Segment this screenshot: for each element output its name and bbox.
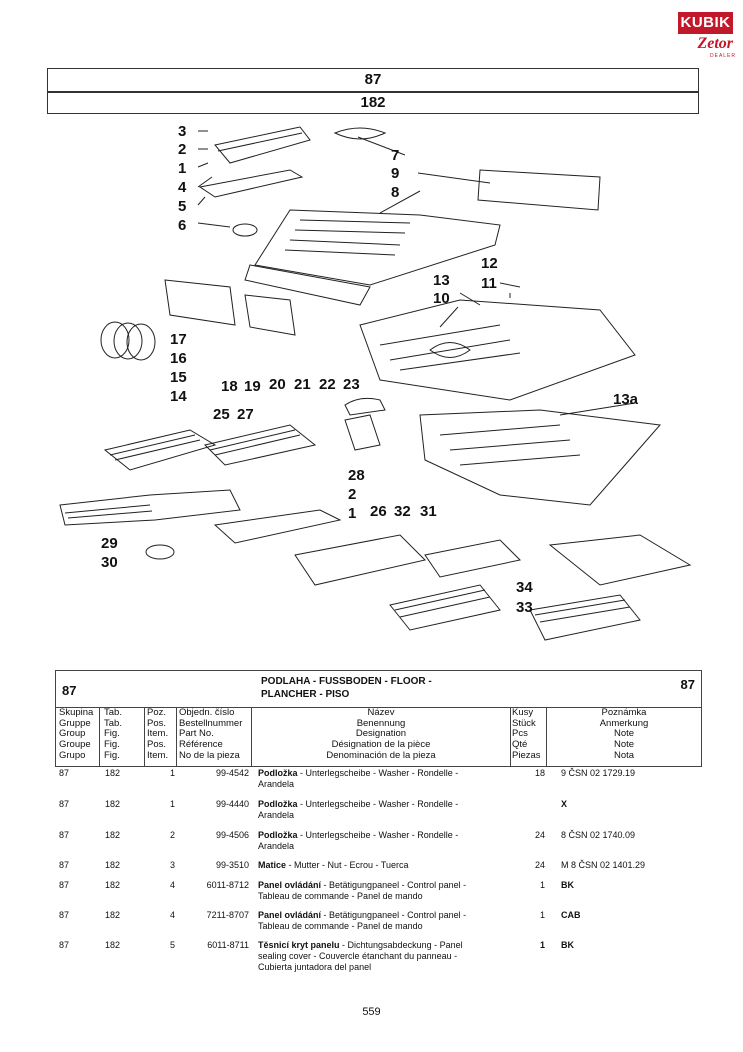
- callout-17: 17: [170, 331, 187, 348]
- exploded-parts-diagram: 3 2 1 4 5 6 7 9 8 12 11 13 10 17 16 15 1…: [40, 115, 710, 660]
- page-number: 559: [362, 1006, 381, 1018]
- callout-3: 3: [178, 123, 187, 140]
- callout-18: 18: [221, 378, 238, 395]
- callout-20: 20: [269, 376, 286, 393]
- callout-32: 32: [394, 503, 411, 520]
- section-number-left: 87: [62, 683, 77, 698]
- callout-23: 23: [343, 376, 360, 393]
- callout-22: 22: [319, 376, 336, 393]
- callout-13a: 13a: [613, 391, 639, 408]
- callout-25: 25: [213, 406, 230, 423]
- kubik-zetor-logo: KUBIK Zetor DEALER: [678, 12, 737, 60]
- callout-2b: 2: [348, 486, 357, 503]
- callout-27: 27: [237, 406, 254, 423]
- section-number-right: 87: [680, 677, 695, 692]
- callout-1b: 1: [348, 505, 357, 522]
- divider: [176, 707, 177, 766]
- section-title: PODLAHA - FUSSBODEN - FLOOR - PLANCHER -…: [261, 675, 432, 701]
- logo-brand: KUBIK: [678, 12, 733, 34]
- section-heading: 87 PODLAHA - FUSSBODEN - FLOOR - PLANCHE…: [56, 671, 701, 708]
- callout-6: 6: [178, 217, 187, 234]
- callout-10: 10: [433, 290, 450, 307]
- logo-tag: DEALER: [710, 53, 737, 59]
- callout-16: 16: [170, 350, 187, 367]
- figure-header: 182: [47, 92, 699, 114]
- callout-26: 26: [370, 503, 387, 520]
- table-header-frame: 87 PODLAHA - FUSSBODEN - FLOOR - PLANCHE…: [55, 670, 702, 767]
- callout-29: 29: [101, 535, 118, 552]
- section-title-line1: PODLAHA - FUSSBODEN - FLOOR -: [261, 676, 432, 687]
- divider: [144, 707, 145, 766]
- col-header-tab: Tab.Tab.Fig.Fig.Fig.: [104, 707, 122, 761]
- callout-13: 13: [433, 272, 450, 289]
- callout-5: 5: [178, 198, 187, 215]
- divider: [99, 707, 100, 766]
- parts-drawing: [59, 126, 692, 641]
- section-title-line2: PLANCHER - PISO: [261, 689, 350, 700]
- callout-1: 1: [178, 160, 187, 177]
- callout-8: 8: [391, 184, 400, 201]
- callout-2: 2: [178, 141, 187, 158]
- callout-4: 4: [178, 179, 187, 196]
- divider: [546, 707, 547, 766]
- parts-table: 87 PODLAHA - FUSSBODEN - FLOOR - PLANCHE…: [55, 670, 705, 972]
- group-header: 87: [47, 68, 699, 92]
- callout-12: 12: [481, 255, 498, 272]
- callout-14: 14: [170, 388, 187, 405]
- callout-31: 31: [420, 503, 437, 520]
- divider: [510, 707, 511, 766]
- callout-15: 15: [170, 369, 187, 386]
- callout-19: 19: [244, 378, 261, 395]
- col-header-poz: Poz.Pos.Item.Pos.Item.: [147, 707, 169, 761]
- callout-7: 7: [391, 147, 400, 164]
- callout-21: 21: [294, 376, 311, 393]
- callout-34: 34: [516, 579, 533, 596]
- callout-28: 28: [348, 467, 365, 484]
- callout-11: 11: [481, 275, 497, 292]
- logo-sub: Zetor: [697, 35, 733, 52]
- divider: [251, 707, 252, 766]
- callout-30: 30: [101, 554, 118, 571]
- callout-9: 9: [391, 165, 400, 182]
- callout-33: 33: [516, 599, 533, 616]
